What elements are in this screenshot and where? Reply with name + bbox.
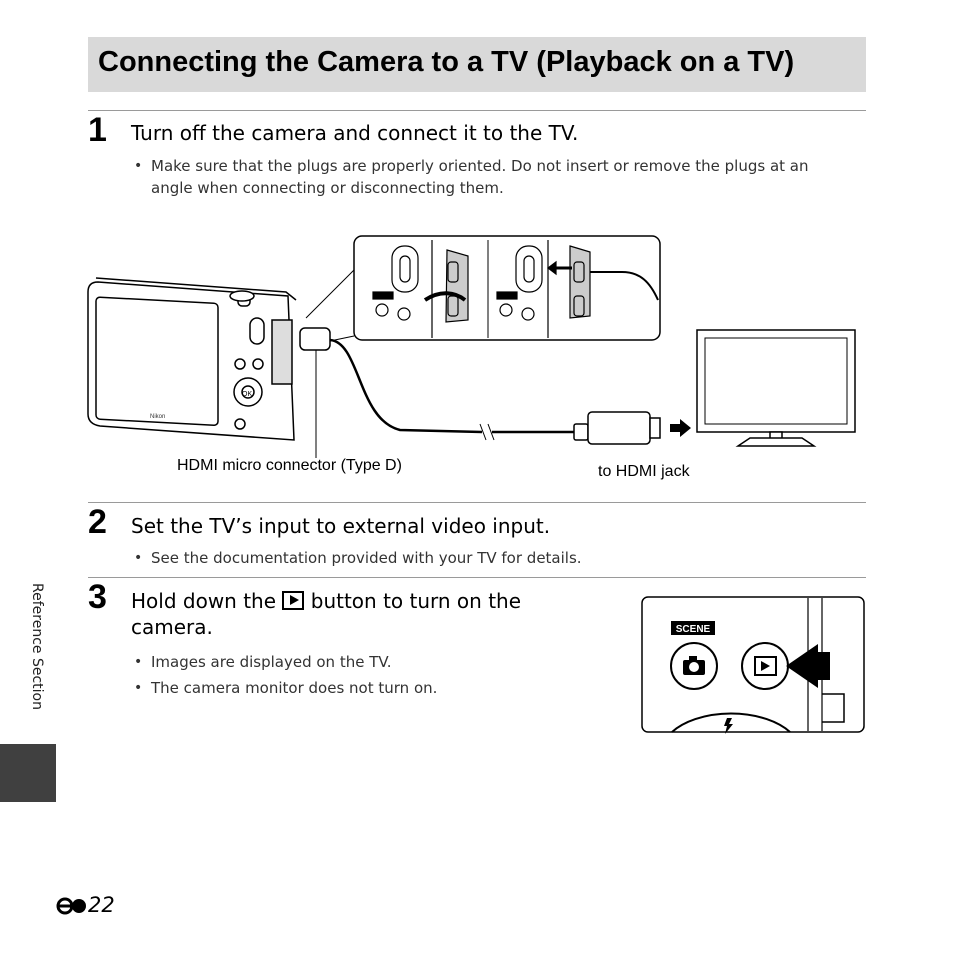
divider bbox=[88, 502, 866, 503]
page-number: 22 bbox=[56, 893, 115, 917]
bullet-dot: • bbox=[134, 550, 143, 566]
step-3-bullet-2: • The camera monitor does not turn on. bbox=[134, 677, 574, 699]
bullet-dot: • bbox=[134, 654, 143, 670]
step-2-bullet: • See the documentation provided with yo… bbox=[134, 547, 834, 569]
scene-label: SCENE bbox=[676, 624, 711, 635]
step-3-heading: Hold down the button to turn on the came… bbox=[131, 588, 591, 640]
step-3-bullet-2-text: The camera monitor does not turn on. bbox=[151, 679, 438, 697]
step-1-number: 1 bbox=[88, 111, 107, 149]
step-2-number: 2 bbox=[88, 503, 107, 541]
arrow-icon bbox=[670, 419, 691, 437]
connector-label: HDMI micro connector (Type D) bbox=[177, 457, 402, 474]
side-label: Reference Section bbox=[28, 583, 48, 733]
camera-brand: Nikon bbox=[150, 414, 165, 420]
page-title: Connecting the Camera to a TV (Playback … bbox=[98, 46, 795, 78]
arrow-icon bbox=[786, 644, 830, 688]
page-number-text: 22 bbox=[88, 893, 115, 917]
playback-button-icon bbox=[282, 591, 305, 610]
step-3-heading-before: Hold down the bbox=[131, 589, 277, 613]
divider bbox=[88, 110, 866, 111]
step-2-bullet-text: See the documentation provided with your… bbox=[151, 549, 582, 567]
divider bbox=[88, 577, 866, 578]
step-1-bullet: • Make sure that the plugs are properly … bbox=[134, 155, 834, 199]
camera-icon bbox=[683, 656, 705, 675]
step-3-heading-after: button to turn on the camera. bbox=[131, 589, 522, 639]
bullet-dot: • bbox=[134, 680, 143, 696]
flash-icon bbox=[724, 718, 733, 734]
title-bar: Connecting the Camera to a TV (Playback … bbox=[88, 37, 866, 92]
jack-label: to HDMI jack bbox=[598, 463, 690, 480]
bullet-dot: • bbox=[134, 158, 143, 174]
step-3-bullet-1-text: Images are displayed on the TV. bbox=[151, 653, 392, 671]
step-2-heading: Set the TV’s input to external video inp… bbox=[131, 514, 551, 538]
step-3-bullet-1: • Images are displayed on the TV. bbox=[134, 651, 574, 673]
step-1-heading: Turn off the camera and connect it to th… bbox=[131, 121, 579, 145]
reference-page-icon bbox=[56, 897, 86, 915]
step-1-bullet-text: Make sure that the plugs are properly or… bbox=[151, 157, 809, 197]
side-label-text: Reference Section bbox=[29, 583, 45, 710]
step-3-number: 3 bbox=[88, 578, 107, 616]
section-tab bbox=[0, 744, 56, 802]
camera-ok-label: OK bbox=[242, 391, 252, 398]
